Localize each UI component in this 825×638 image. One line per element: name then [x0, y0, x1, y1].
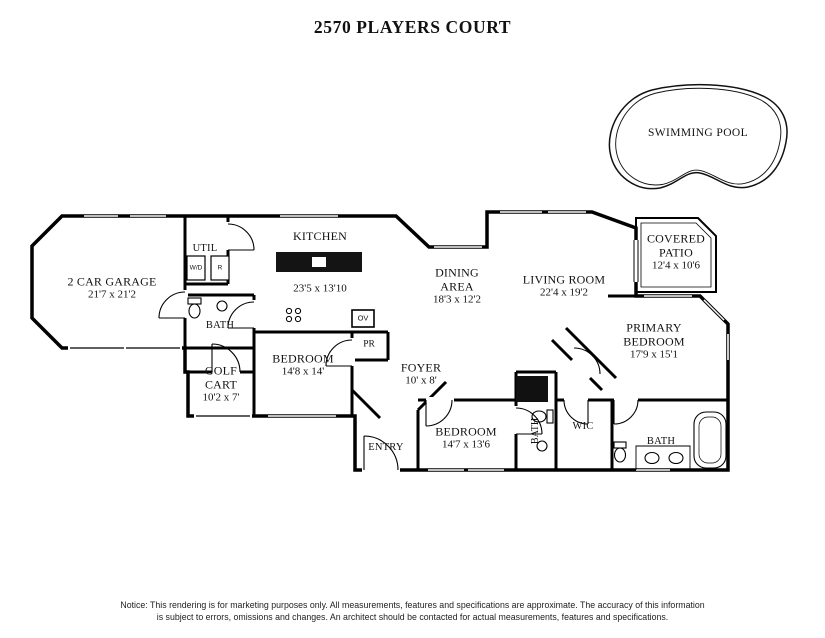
sink-icon: [668, 451, 684, 465]
toilet-icon: [531, 409, 554, 424]
shower: [516, 376, 548, 402]
dining-dims: 18'3 x 12'2: [433, 293, 481, 306]
notice-line-2: is subject to errors, omissions and chan…: [156, 611, 669, 622]
oven-label: OV: [357, 313, 369, 323]
vanity-counter: [635, 445, 691, 470]
pr-label: PR: [363, 339, 375, 350]
bathtub-icon: [693, 411, 727, 469]
patio-label: COVERED PATIO 12'4 x 10'6: [643, 231, 709, 272]
sink-icon: [644, 451, 660, 465]
wic-label: WIC: [572, 421, 593, 433]
bath3-name: BATH: [646, 435, 676, 447]
swimming-pool-label: SWIMMING POOL: [647, 127, 749, 140]
kitchen-dims-label: 23'5 x 13'10: [293, 283, 346, 296]
foyer-label: FOYER 10' x 8': [401, 360, 441, 387]
page-title: 2570 PLAYERS COURT: [313, 17, 512, 37]
golf-cart-dims: 10'2 x 7': [202, 391, 240, 404]
living-dims: 22'4 x 19'2: [540, 286, 588, 299]
primary-bedroom-label: PRIMARY BEDROOM 17'9 x 15'1: [615, 320, 693, 361]
garage-dims: 21'7 x 21'2: [88, 288, 136, 301]
bedroom1-dims: 14'8 x 14': [281, 365, 325, 378]
toilet-icon: [187, 297, 202, 319]
entry-name: ENTRY: [368, 441, 404, 453]
door-arcs: [158, 223, 639, 471]
bath1-name: BATH: [205, 319, 235, 331]
washer-dryer-label: W/D: [189, 264, 203, 272]
kitchen-name-label: KITCHEN: [293, 229, 347, 243]
patio-dims: 12'4 x 10'6: [652, 259, 700, 272]
living-label: LIVING ROOM 22'4 x 19'2: [523, 272, 606, 299]
util-name: UTIL: [192, 242, 218, 254]
sink-icon: [216, 300, 228, 312]
dining-name: DINING AREA: [435, 265, 479, 294]
bath1-label: BATH: [206, 320, 234, 332]
bedroom1-name: BEDROOM: [272, 351, 334, 366]
golf-cart-door: [194, 413, 252, 419]
notice-line-1: Notice: This rendering is for marketing …: [120, 600, 705, 610]
kitchen-island: [276, 252, 362, 272]
sink-icon: [536, 440, 548, 452]
primary-bedroom-name: PRIMARY BEDROOM: [623, 320, 685, 349]
foyer-dims: 10' x 8': [405, 374, 437, 387]
appliance-boxes: [186, 255, 375, 328]
garage-door: [68, 345, 182, 351]
bedroom2-dims: 14'7 x 13'6: [442, 438, 490, 451]
kitchen-dims: 23'5 x 13'10: [293, 282, 347, 295]
living-name: LIVING ROOM: [522, 272, 606, 287]
garage-name: 2 CAR GARAGE: [67, 274, 157, 289]
primary-bedroom-dims: 17'9 x 15'1: [630, 348, 678, 361]
range-label: R: [217, 264, 223, 272]
bedroom2-name: BEDROOM: [435, 424, 497, 439]
patio-name: COVERED PATIO: [646, 231, 706, 260]
foyer-name: FOYER: [400, 360, 442, 375]
dining-label: DINING AREA 18'3 x 12'2: [429, 265, 485, 306]
cooktop-icon: [285, 307, 302, 323]
bath3-label: BATH: [647, 436, 675, 448]
bath2-label: BATH: [530, 417, 542, 445]
wic-name: WIC: [572, 420, 594, 432]
patio-slider-door: [632, 240, 640, 282]
windows: [84, 209, 731, 473]
kitchen-name: KITCHEN: [292, 228, 348, 243]
bedroom2-label: BEDROOM 14'7 x 13'6: [435, 424, 496, 451]
bedroom1-label: BEDROOM 14'8 x 14': [272, 351, 333, 378]
bath-fixtures: [187, 297, 727, 470]
golf-cart-name: GOLF CART: [204, 363, 238, 392]
entry-label: ENTRY: [368, 442, 403, 454]
door-openings: [182, 222, 638, 473]
swimming-pool-outline: [608, 83, 788, 190]
toilet-icon: [613, 441, 627, 463]
golf-cart-label: GOLF CART 10'2 x 7': [198, 363, 244, 404]
garage-label: 2 CAR GARAGE 21'7 x 21'2: [67, 274, 156, 301]
util-label: UTIL: [193, 243, 218, 255]
